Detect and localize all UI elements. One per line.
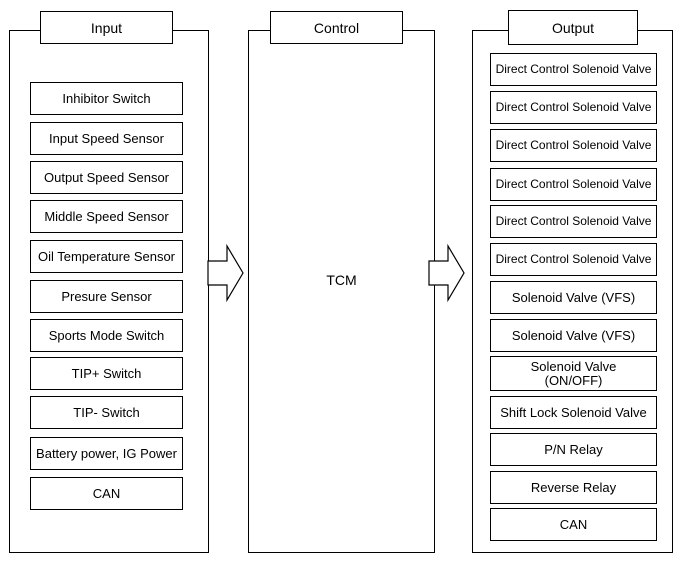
- output-panel-title: Output: [508, 10, 638, 45]
- output-item-direct-control-solenoid-valve-3: Direct Control Solenoid Valve: [490, 129, 657, 162]
- output-item-can: CAN: [490, 508, 657, 541]
- input-item-can: CAN: [30, 477, 183, 510]
- input-item-tip-plus-switch: TIP+ Switch: [30, 357, 183, 390]
- control-to-output-arrow: [428, 243, 465, 303]
- output-item-shift-lock-solenoid-valve: Shift Lock Solenoid Valve: [490, 396, 657, 429]
- tcm-label: TCM: [326, 272, 357, 288]
- output-item-direct-control-solenoid-valve-1: Direct Control Solenoid Valve: [490, 53, 657, 86]
- control-panel: [248, 30, 435, 553]
- control-panel-title: Control: [270, 11, 403, 44]
- output-item-solenoid-valve-vfs-2: Solenoid Valve (VFS): [490, 319, 657, 352]
- input-item-sports-mode-switch: Sports Mode Switch: [30, 319, 183, 352]
- output-item-solenoid-valve-vfs-1: Solenoid Valve (VFS): [490, 281, 657, 314]
- output-item-reverse-relay: Reverse Relay: [490, 471, 657, 504]
- input-item-battery-ig-power: Battery power, IG Power: [30, 437, 183, 470]
- output-item-p-n-relay: P/N Relay: [490, 433, 657, 466]
- output-item-direct-control-solenoid-valve-4: Direct Control Solenoid Valve: [490, 168, 657, 201]
- input-item-output-speed-sensor: Output Speed Sensor: [30, 161, 183, 194]
- input-item-middle-speed-sensor: Middle Speed Sensor: [30, 200, 183, 233]
- input-item-inhibitor-switch: Inhibitor Switch: [30, 82, 183, 115]
- input-item-input-speed-sensor: Input Speed Sensor: [30, 122, 183, 155]
- output-item-direct-control-solenoid-valve-6: Direct Control Solenoid Valve: [490, 243, 657, 276]
- input-to-control-arrow: [207, 243, 244, 303]
- output-item-solenoid-valve-on-off: Solenoid Valve (ON/OFF): [490, 356, 657, 391]
- output-item-direct-control-solenoid-valve-5: Direct Control Solenoid Valve: [490, 205, 657, 238]
- input-item-tip-minus-switch: TIP- Switch: [30, 396, 183, 429]
- input-item-pressure-sensor: Presure Sensor: [30, 280, 183, 313]
- input-item-oil-temperature-sensor: Oil Temperature Sensor: [30, 240, 183, 273]
- input-panel-title: Input: [40, 11, 173, 44]
- output-item-direct-control-solenoid-valve-2: Direct Control Solenoid Valve: [490, 91, 657, 124]
